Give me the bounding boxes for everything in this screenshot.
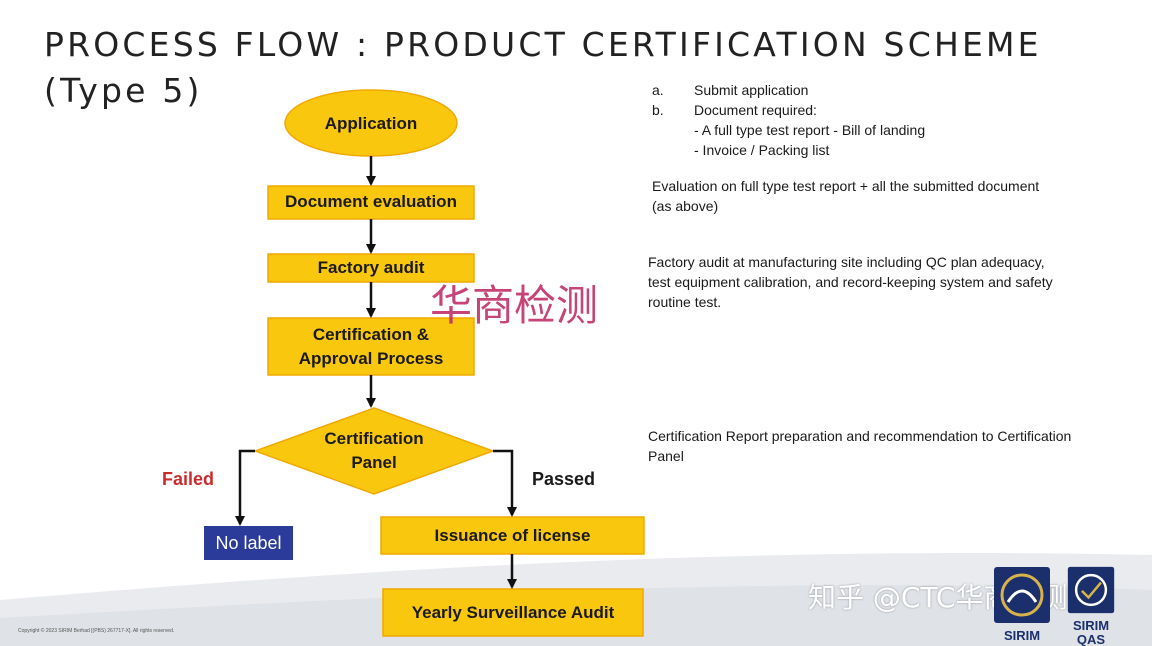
node-factory-audit: Factory audit	[317, 258, 425, 277]
node-document-evaluation-shape	[267, 185, 475, 220]
note-b-item-2: - Invoice / Packing list	[694, 142, 830, 158]
title-line1: PROCESS FLOW : PRODUCT CERTIFICATION SCH…	[44, 25, 1042, 64]
node-certification-panel-shape	[252, 407, 496, 495]
sirim-qas-emblem-icon	[1067, 566, 1115, 614]
title-line2: (Type 5)	[44, 71, 203, 110]
note-factory: Factory audit at manufacturing site incl…	[648, 254, 1053, 310]
sirim-qas-logo-text-2: QAS	[1076, 632, 1106, 646]
node-document-evaluation: Document evaluation	[285, 192, 457, 211]
sirim-qas-logo: SIRIM QAS	[1063, 566, 1119, 646]
note-b-marker: b.	[652, 102, 664, 118]
label-passed: Passed	[532, 469, 596, 489]
note-b-item-1: - A full type test report - Bill of land…	[694, 122, 926, 138]
sirim-qas-logo-text-1: SIRIM	[1072, 618, 1110, 633]
node-issuance: Issuance of license	[434, 526, 591, 545]
note-panel: Certification Report preparation and rec…	[648, 428, 1072, 464]
node-no-label-shape	[204, 526, 293, 560]
note-a-text: Submit application	[694, 82, 809, 98]
node-issuance-shape	[380, 516, 645, 555]
node-certification-panel: Certification Panel	[324, 429, 424, 472]
page-title: PROCESS FLOW : PRODUCT CERTIFICATION SCH…	[44, 22, 1042, 114]
node-certification-approval: Certification & Approval Process	[298, 324, 444, 368]
watermark-center: 华商检测	[430, 281, 599, 330]
sirim-logo-text: SIRIM	[1003, 628, 1041, 643]
sirim-logo: SIRIM	[993, 566, 1051, 644]
copyright-text: Copyright © 2023 SIRIM Berhad [(PBS) 267…	[18, 628, 175, 634]
sirim-emblem-icon	[994, 567, 1050, 623]
note-b-text: Document required:	[694, 102, 817, 118]
note-a-marker: a.	[652, 82, 664, 98]
arrow-panel-to-passed	[493, 449, 517, 517]
note-evaluation: Evaluation on full type test report + al…	[652, 178, 1040, 214]
arrow-panel-to-failed	[235, 449, 255, 526]
node-surveillance-shape	[382, 588, 644, 637]
node-surveillance: Yearly Surveillance Audit	[411, 603, 615, 622]
note-application: a. Submit application b. Document requir…	[652, 80, 1092, 160]
node-no-label: No label	[215, 533, 282, 553]
label-failed: Failed	[162, 469, 215, 489]
node-application: Application	[324, 114, 418, 133]
